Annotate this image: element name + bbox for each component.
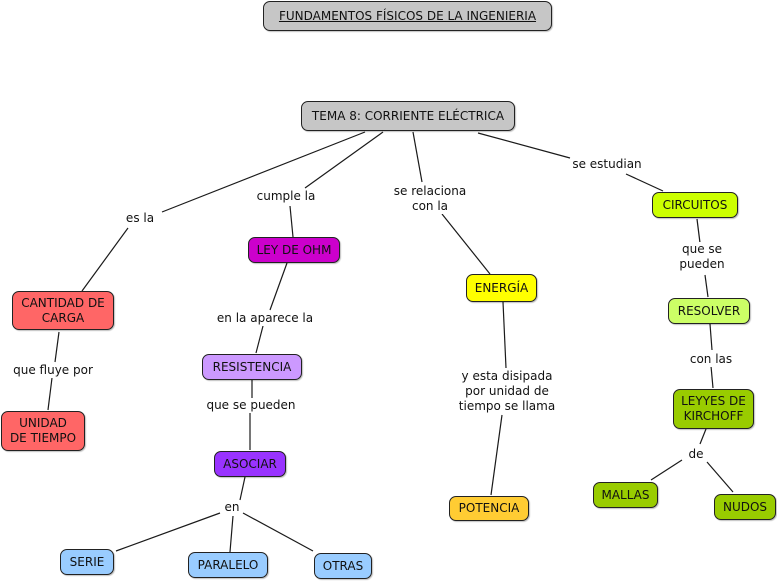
concept-main-text: TEMA 8: CORRIENTE ELÉCTRICA bbox=[311, 108, 505, 123]
concept-main[interactable]: TEMA 8: CORRIENTE ELÉCTRICA bbox=[301, 101, 515, 131]
concept-kirchoff-text: LEYYES DE KIRCHOFF bbox=[681, 394, 746, 423]
link-en: en bbox=[224, 500, 240, 515]
concept-asociar-text: ASOCIAR bbox=[223, 456, 277, 471]
map-title[interactable]: FUNDAMENTOS FÍSICOS DE LA INGENIERIA bbox=[263, 1, 552, 31]
link-se-estudian: se estudian bbox=[572, 157, 642, 172]
concept-circuitos-text: CIRCUITOS bbox=[662, 197, 728, 212]
map-title-text: FUNDAMENTOS FÍSICOS DE LA INGENIERIA bbox=[278, 8, 537, 23]
concept-serie-text: SERIE bbox=[69, 554, 105, 569]
concept-otras[interactable]: OTRAS bbox=[314, 553, 372, 579]
connector bbox=[704, 274, 709, 298]
concept-serie[interactable]: SERIE bbox=[60, 549, 114, 575]
connector bbox=[441, 213, 491, 275]
concept-asociar[interactable]: ASOCIAR bbox=[214, 451, 286, 477]
link-que-se-pueden: que se pueden bbox=[206, 398, 296, 413]
connector bbox=[490, 414, 503, 496]
link-disipada: y esta disipada por unidad de tiempo se … bbox=[458, 369, 556, 414]
connector bbox=[242, 512, 314, 552]
connector bbox=[710, 365, 714, 389]
link-es-la: es la bbox=[125, 211, 155, 226]
concept-potencia-text: POTENCIA bbox=[458, 501, 520, 515]
concept-mallas[interactable]: MALLAS bbox=[593, 482, 658, 508]
concept-paralelo[interactable]: PARALELO bbox=[188, 552, 268, 578]
connector bbox=[706, 461, 734, 493]
concept-unidad-tiempo[interactable]: UNIDAD DE TIEMPO bbox=[1, 411, 85, 451]
link-con-las: con las bbox=[689, 352, 733, 367]
concept-resistencia[interactable]: RESISTENCIA bbox=[202, 354, 302, 380]
concept-energia-text: ENERGÍA bbox=[474, 280, 529, 295]
concept-ley-ohm[interactable]: LEY DE OHM bbox=[248, 237, 340, 263]
link-en-la-aparece-la: en la aparece la bbox=[216, 311, 314, 326]
connector bbox=[625, 173, 664, 192]
concept-resistencia-text: RESISTENCIA bbox=[212, 359, 292, 374]
concept-unidad-tiempo-text: UNIDAD DE TIEMPO bbox=[9, 416, 77, 445]
connector bbox=[47, 377, 53, 411]
link-se-relaciona: se relaciona con la bbox=[393, 184, 467, 214]
connector bbox=[161, 131, 366, 213]
connector bbox=[696, 218, 701, 244]
concept-otras-text: OTRAS bbox=[322, 558, 364, 573]
concept-kirchoff[interactable]: LEYYES DE KIRCHOFF bbox=[673, 389, 754, 429]
concept-nudos[interactable]: NUDOS bbox=[714, 494, 776, 520]
connector bbox=[412, 131, 423, 183]
concept-mallas-text: MALLAS bbox=[601, 487, 650, 502]
link-cumple-la: cumple la bbox=[256, 189, 316, 204]
link-que-fluye-por: que fluye por bbox=[13, 363, 93, 378]
connector bbox=[255, 325, 264, 354]
connector bbox=[502, 301, 507, 369]
concept-resolver-text: RESOLVER bbox=[677, 303, 741, 318]
connector bbox=[115, 512, 221, 552]
concept-cantidad-carga[interactable]: CANTIDAD DE CARGA bbox=[12, 291, 114, 330]
link-que-se-pueden-2: que se pueden bbox=[679, 242, 725, 272]
connector bbox=[269, 262, 288, 311]
connector bbox=[289, 205, 294, 238]
connector bbox=[304, 131, 384, 189]
concept-energia[interactable]: ENERGÍA bbox=[466, 274, 537, 302]
connector bbox=[477, 132, 571, 159]
connector bbox=[239, 476, 246, 501]
connector bbox=[229, 515, 234, 553]
connector bbox=[81, 227, 129, 292]
concept-potencia[interactable]: POTENCIA bbox=[449, 496, 529, 521]
link-de: de bbox=[688, 447, 704, 462]
connector bbox=[699, 428, 707, 445]
concept-ley-ohm-text: LEY DE OHM bbox=[256, 242, 332, 257]
concept-paralelo-text: PARALELO bbox=[197, 557, 259, 572]
concept-resolver[interactable]: RESOLVER bbox=[668, 298, 750, 324]
concept-cantidad-carga-text: CANTIDAD DE CARGA bbox=[21, 295, 105, 325]
concept-nudos-text: NUDOS bbox=[722, 499, 768, 514]
connector bbox=[709, 323, 713, 351]
connector bbox=[54, 331, 60, 363]
concept-circuitos[interactable]: CIRCUITOS bbox=[652, 192, 738, 218]
connector bbox=[650, 459, 683, 481]
